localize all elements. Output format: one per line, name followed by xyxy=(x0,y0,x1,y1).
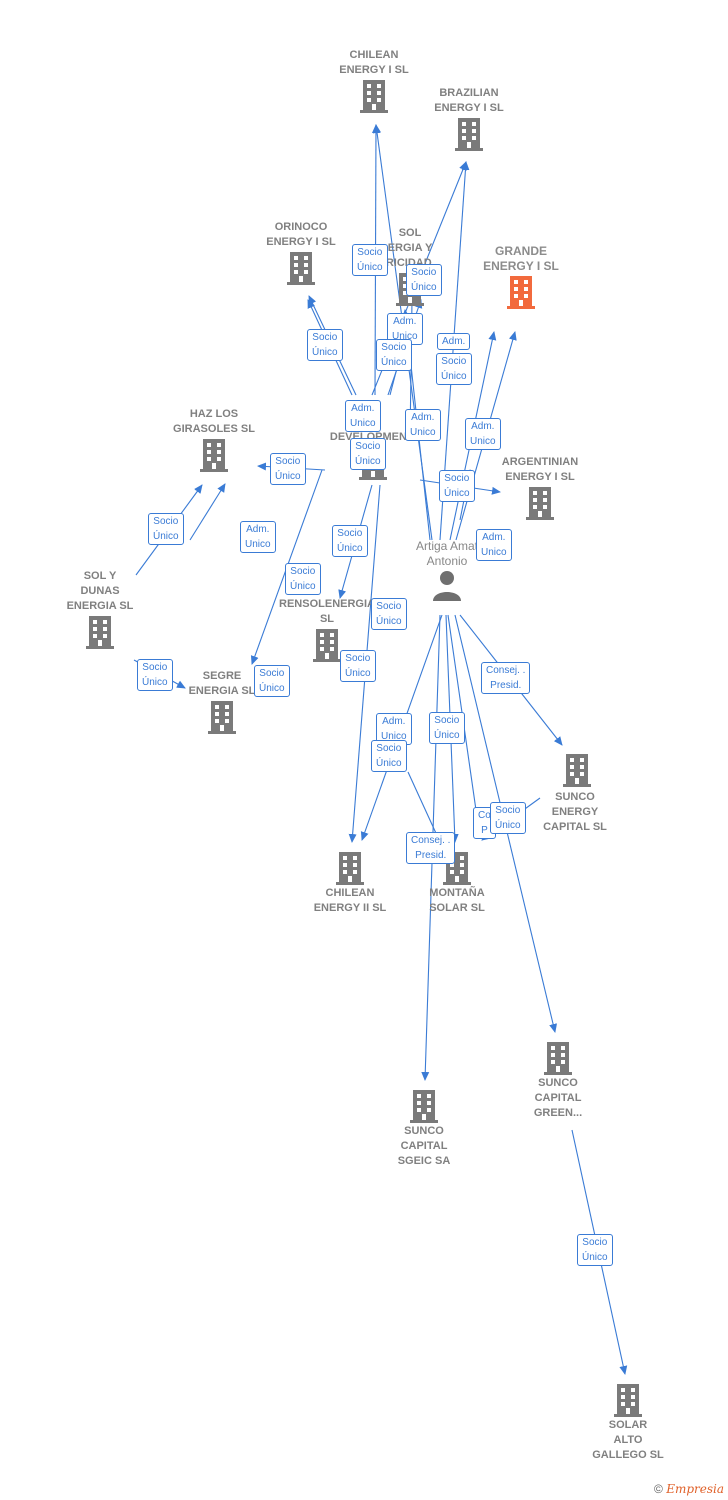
edge-label[interactable]: Socio Único xyxy=(406,264,442,296)
building-icon xyxy=(357,78,391,114)
edge-label[interactable]: Adm. Unico xyxy=(240,521,276,553)
edge-label[interactable]: Socio Único xyxy=(148,513,184,545)
edge-label[interactable]: Socio Único xyxy=(254,665,290,697)
building-icon xyxy=(83,614,117,650)
brand-logo: Empresia xyxy=(666,1482,724,1496)
company-montana-solar[interactable]: MONTAÑA SOLAR SL xyxy=(397,850,517,916)
company-label: CHILEAN ENERGY I SL xyxy=(339,49,409,76)
edge-label[interactable]: Consej. . Presid. xyxy=(406,832,456,864)
edge-label[interactable]: Socio Único xyxy=(439,470,475,502)
company-sunco-capital-green[interactable]: SUNCO CAPITAL GREEN... xyxy=(498,1040,618,1121)
building-icon xyxy=(541,1040,575,1076)
building-icon xyxy=(310,627,344,663)
company-rensolenergia[interactable]: RENSOLENERGIA SL xyxy=(267,597,387,663)
company-solar-alto-gallego[interactable]: SOLAR ALTO GALLEGO SL xyxy=(568,1382,688,1463)
building-icon xyxy=(504,274,538,310)
company-grande-energy-i[interactable]: GRANDE ENERGY I SL xyxy=(461,244,581,310)
company-label: SOL Y DUNAS ENERGIA SL xyxy=(66,570,134,612)
company-label: SUNCO CAPITAL GREEN... xyxy=(533,1077,583,1119)
edge-label[interactable]: Socio Único xyxy=(350,438,386,470)
building-icon xyxy=(407,1088,441,1124)
company-segre-energia[interactable]: SEGRE ENERGIA SL xyxy=(162,669,282,735)
company-sol-y-dunas[interactable]: SOL Y DUNAS ENERGIA SL xyxy=(40,569,160,650)
edge-label[interactable]: Socio Único xyxy=(340,650,376,682)
building-icon xyxy=(523,485,557,521)
relationship-edge xyxy=(189,483,226,541)
company-chilean-energy-ii[interactable]: CHILEAN ENERGY II SL xyxy=(290,850,410,916)
building-icon xyxy=(452,116,486,152)
company-label: GRANDE ENERGY I SL xyxy=(483,244,559,273)
edge-label[interactable]: Socio Único xyxy=(285,563,321,595)
edge-label[interactable]: Adm. Unico xyxy=(405,409,441,441)
building-icon xyxy=(205,699,239,735)
company-label: ARGENTINIAN ENERGY I SL xyxy=(501,456,579,483)
company-label: SEGRE ENERGIA SL xyxy=(188,670,256,697)
company-label: MONTAÑA SOLAR SL xyxy=(429,887,485,914)
edge-label[interactable]: Socio Único xyxy=(371,740,407,772)
company-label: ORINOCO ENERGY I SL xyxy=(266,221,336,248)
edge-label[interactable]: Adm. Unico xyxy=(376,713,412,745)
person-icon xyxy=(433,571,461,601)
company-label: HAZ LOS GIRASOLES SL xyxy=(173,408,255,435)
edge-label[interactable]: Socio Único xyxy=(307,329,343,361)
company-sunco-energy-capital[interactable]: SUNCO ENERGY CAPITAL SL xyxy=(515,748,635,835)
edge-label[interactable]: Socio Único xyxy=(270,453,306,485)
person-name: Artiga Amat Antonio xyxy=(415,539,479,568)
company-label: SUNCO ENERGY CAPITAL SL xyxy=(543,791,607,833)
edge-label[interactable]: Socio Único xyxy=(429,712,465,744)
building-icon xyxy=(284,250,318,286)
edge-label[interactable]: Adm. Unico xyxy=(465,418,501,450)
company-label: RENSOLENERGIA SL xyxy=(279,598,375,625)
building-icon xyxy=(611,1382,645,1418)
company-label: SOLAR ALTO GALLEGO SL xyxy=(592,1419,664,1461)
edge-label[interactable]: Adm. xyxy=(437,333,471,350)
edge-label[interactable]: Socio Único xyxy=(577,1234,613,1266)
company-haz-los-girasoles[interactable]: HAZ LOS GIRASOLES SL xyxy=(154,407,274,473)
company-chilean-energy-i[interactable]: CHILEAN ENERGY I SL xyxy=(314,48,434,114)
person-artiga-amat-antonio[interactable]: Artiga Amat Antonio xyxy=(387,539,507,603)
edge-label[interactable]: Socio Único xyxy=(137,659,173,691)
company-orinoco-energy-i[interactable]: ORINOCO ENERGY I SL xyxy=(241,220,361,286)
edge-label[interactable]: Socio Único xyxy=(371,598,407,630)
building-icon xyxy=(333,850,367,886)
edge-label[interactable]: Socio Único xyxy=(436,353,472,385)
company-label: CHILEAN ENERGY II SL xyxy=(313,887,387,914)
edge-label[interactable]: Adm. Unico xyxy=(345,400,381,432)
edge-label[interactable]: Socio Único xyxy=(332,525,368,557)
building-icon xyxy=(197,437,231,473)
company-argentinian-energy-i[interactable]: ARGENTINIAN ENERGY I SL xyxy=(480,455,600,521)
copyright-symbol: © xyxy=(654,1482,663,1496)
edge-label[interactable]: Socio Único xyxy=(352,244,388,276)
edge-label[interactable]: Socio Único xyxy=(376,339,412,371)
company-sunco-capital-sgeic[interactable]: SUNCO CAPITAL SGEIC SA xyxy=(364,1088,484,1169)
building-icon xyxy=(560,752,594,788)
edge-label[interactable]: Adm. Unico xyxy=(476,529,512,561)
edge-label[interactable]: Socio Único xyxy=(490,802,526,834)
company-label: SUNCO CAPITAL SGEIC SA xyxy=(397,1125,451,1167)
company-sol-energia[interactable]: SOL ERGIA Y TRICIDAD... xyxy=(350,226,470,307)
company-label: BRAZILIAN ENERGY I SL xyxy=(434,87,504,114)
company-brazilian-energy-i[interactable]: BRAZILIAN ENERGY I SL xyxy=(409,86,529,152)
company-label: SOL ERGIA Y TRICIDAD... xyxy=(379,227,441,269)
edge-label[interactable]: Consej. . Presid. xyxy=(481,662,531,694)
relationship-edge xyxy=(407,771,441,843)
footer: © Empresia xyxy=(654,1482,724,1496)
